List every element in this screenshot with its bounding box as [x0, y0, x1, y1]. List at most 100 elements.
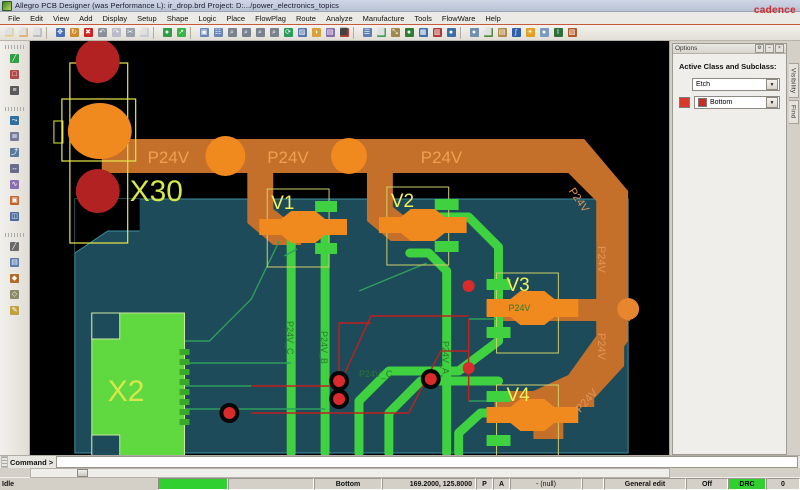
tab-find[interactable]: Find — [788, 100, 799, 124]
add-line-icon[interactable]: ╱ — [6, 51, 23, 66]
highlight-icon[interactable]: ◆ — [10, 274, 19, 283]
copy-icon[interactable]: ⬜ — [139, 28, 149, 37]
menu-item-file[interactable]: File — [8, 13, 21, 23]
grid-icon[interactable]: ☷ — [213, 28, 223, 37]
menu-item-setup[interactable]: Setup — [137, 13, 157, 23]
menu-item-flowplan[interactable]: FlowPlag — [255, 13, 286, 23]
menu-item-logic[interactable]: Logic — [198, 13, 217, 23]
signal-icon[interactable]: ∫ — [510, 26, 523, 39]
sphere-icon[interactable]: ● — [538, 26, 551, 39]
help-circle-icon[interactable]: ● — [468, 26, 481, 39]
menu-item-edit[interactable]: Edit — [30, 13, 44, 23]
open-folder-icon[interactable]: ⬜ — [18, 28, 28, 37]
vertex-icon[interactable]: ⤴ — [10, 148, 19, 157]
menu-item-analyze[interactable]: Analyze — [325, 13, 353, 23]
stackup-icon[interactable]: ▤ — [497, 28, 507, 37]
measure-icon[interactable]: ╱ — [6, 239, 23, 254]
board-icon[interactable]: ⬛ — [339, 28, 349, 37]
tab-visibility[interactable]: Visibility — [788, 63, 799, 99]
subclass-color-swatch[interactable] — [679, 97, 690, 108]
component-x30-graphics[interactable]: X30 — [53, 41, 183, 244]
active-subclass-dropdown[interactable]: Bottom ▼ — [694, 96, 780, 109]
report-icon[interactable]: ☰ — [362, 28, 372, 37]
delay-tune-icon[interactable]: ↔ — [10, 164, 19, 173]
rotate-icon[interactable]: ↻ — [69, 28, 79, 37]
analyze-icon[interactable]: ● — [445, 26, 458, 39]
ruler-icon[interactable]: ↗ — [176, 28, 186, 37]
zoom-fit-icon[interactable]: ⌕ — [226, 26, 239, 39]
left-toolbar-grip-1[interactable] — [4, 107, 25, 111]
refresh-icon[interactable]: ⟳ — [283, 28, 293, 37]
component-v3-graphics[interactable]: V3 — [486, 272, 640, 354]
menu-item-tools[interactable]: Tools — [414, 13, 432, 23]
menu-item-flowware[interactable]: FlowWare — [441, 13, 476, 23]
menu-item-manufacture[interactable]: Manufacture — [362, 13, 405, 23]
panel-pin-button[interactable]: ⚙ — [755, 44, 764, 53]
pcb-drawing[interactable]: X30 — [30, 41, 669, 455]
show-element-icon[interactable]: ▤ — [10, 258, 19, 267]
drc-icon[interactable]: ⬜ — [376, 28, 386, 37]
p24v-branch-v4 — [494, 341, 625, 405]
menu-item-view[interactable]: View — [53, 13, 70, 23]
menu-item-route[interactable]: Route — [295, 13, 316, 23]
menu-item-place[interactable]: Place — [226, 13, 246, 23]
add-text-icon[interactable]: ≡ — [6, 83, 23, 98]
redo-icon[interactable]: ↷ — [111, 28, 121, 37]
component-v1-graphics[interactable]: V1 — [259, 188, 348, 268]
zoom-out-icon[interactable]: ⌕ — [254, 26, 267, 39]
panel-close-button[interactable]: × — [775, 44, 784, 53]
pcb-canvas[interactable]: X30 — [30, 41, 669, 455]
chevron-down-icon[interactable]: ▼ — [766, 79, 778, 90]
slide-icon[interactable]: ≣ — [10, 132, 19, 141]
copper-icon[interactable]: ▣ — [10, 196, 19, 205]
scrollbar-thumb[interactable] — [77, 468, 88, 477]
pencil-icon[interactable]: ✎ — [10, 306, 19, 315]
menu-item-shape[interactable]: Shape — [166, 13, 189, 23]
active-class-dropdown[interactable]: Etch ▼ — [692, 78, 780, 91]
chevron-down-icon-2[interactable]: ▼ — [766, 97, 778, 108]
move-icon[interactable]: ✥ — [55, 28, 65, 37]
route-connect-icon[interactable]: ⤳ — [10, 116, 19, 125]
undo-icon[interactable]: ↶ — [97, 28, 107, 37]
menu-item-add[interactable]: Add — [79, 13, 93, 23]
window-zoom-icon[interactable]: ▣ — [199, 28, 209, 37]
command-input[interactable] — [56, 456, 798, 468]
command-bar-grip[interactable] — [1, 456, 8, 468]
table-icon[interactable]: ▥ — [432, 28, 442, 37]
left-toolbar-grip-0[interactable] — [4, 45, 25, 49]
cut-icon[interactable]: ✂ — [125, 28, 135, 37]
horizontal-scrollbar[interactable] — [30, 467, 670, 478]
delete-icon[interactable]: ✖ — [83, 28, 93, 37]
component-x2-graphics[interactable]: X2 — [91, 312, 190, 455]
component-v2-graphics[interactable]: V2 — [378, 186, 467, 266]
new-file-icon[interactable]: ⬜ — [4, 28, 14, 37]
shape-edit-icon[interactable]: ◫ — [10, 212, 19, 221]
layers-icon[interactable]: ▤ — [325, 28, 335, 37]
add-shape-icon[interactable]: ● — [161, 26, 174, 39]
settings-icon[interactable]: ◑ — [310, 26, 323, 39]
panel-minimize-button[interactable]: – — [765, 44, 774, 53]
dimension-icon[interactable]: ⤡ — [390, 28, 400, 37]
plane-notch — [74, 199, 140, 253]
active-class-row: Etch ▼ — [679, 78, 780, 91]
constraint-icon[interactable]: ▧ — [567, 28, 577, 37]
zoom-previous-icon[interactable]: ⌕ — [268, 26, 281, 39]
dehighlight-icon[interactable]: ◇ — [10, 290, 19, 299]
color-dialog-icon[interactable]: ▨ — [297, 28, 307, 37]
database-icon[interactable]: ▦ — [418, 28, 428, 37]
library-icon[interactable]: ⬜ — [483, 28, 493, 37]
ratsnest-red — [251, 315, 470, 414]
save-icon[interactable]: ⬜ — [32, 28, 42, 37]
text-icon[interactable]: I — [552, 26, 565, 39]
menu-item-help[interactable]: Help — [485, 13, 501, 23]
globe-icon[interactable]: ● — [403, 26, 416, 39]
net-label-p24v-3: P24V — [421, 148, 463, 167]
add-rect-icon[interactable]: □ — [6, 67, 23, 82]
star-icon[interactable]: ☀ — [525, 28, 535, 37]
left-toolbar-grip-2[interactable] — [4, 233, 25, 237]
zoom-in-icon[interactable]: ⌕ — [240, 26, 253, 39]
custom-smooth-icon[interactable]: ∿ — [10, 180, 19, 189]
component-v4-graphics[interactable]: V4 — [486, 384, 579, 455]
separator-5 — [460, 26, 465, 39]
menu-item-display[interactable]: Display — [102, 13, 128, 23]
